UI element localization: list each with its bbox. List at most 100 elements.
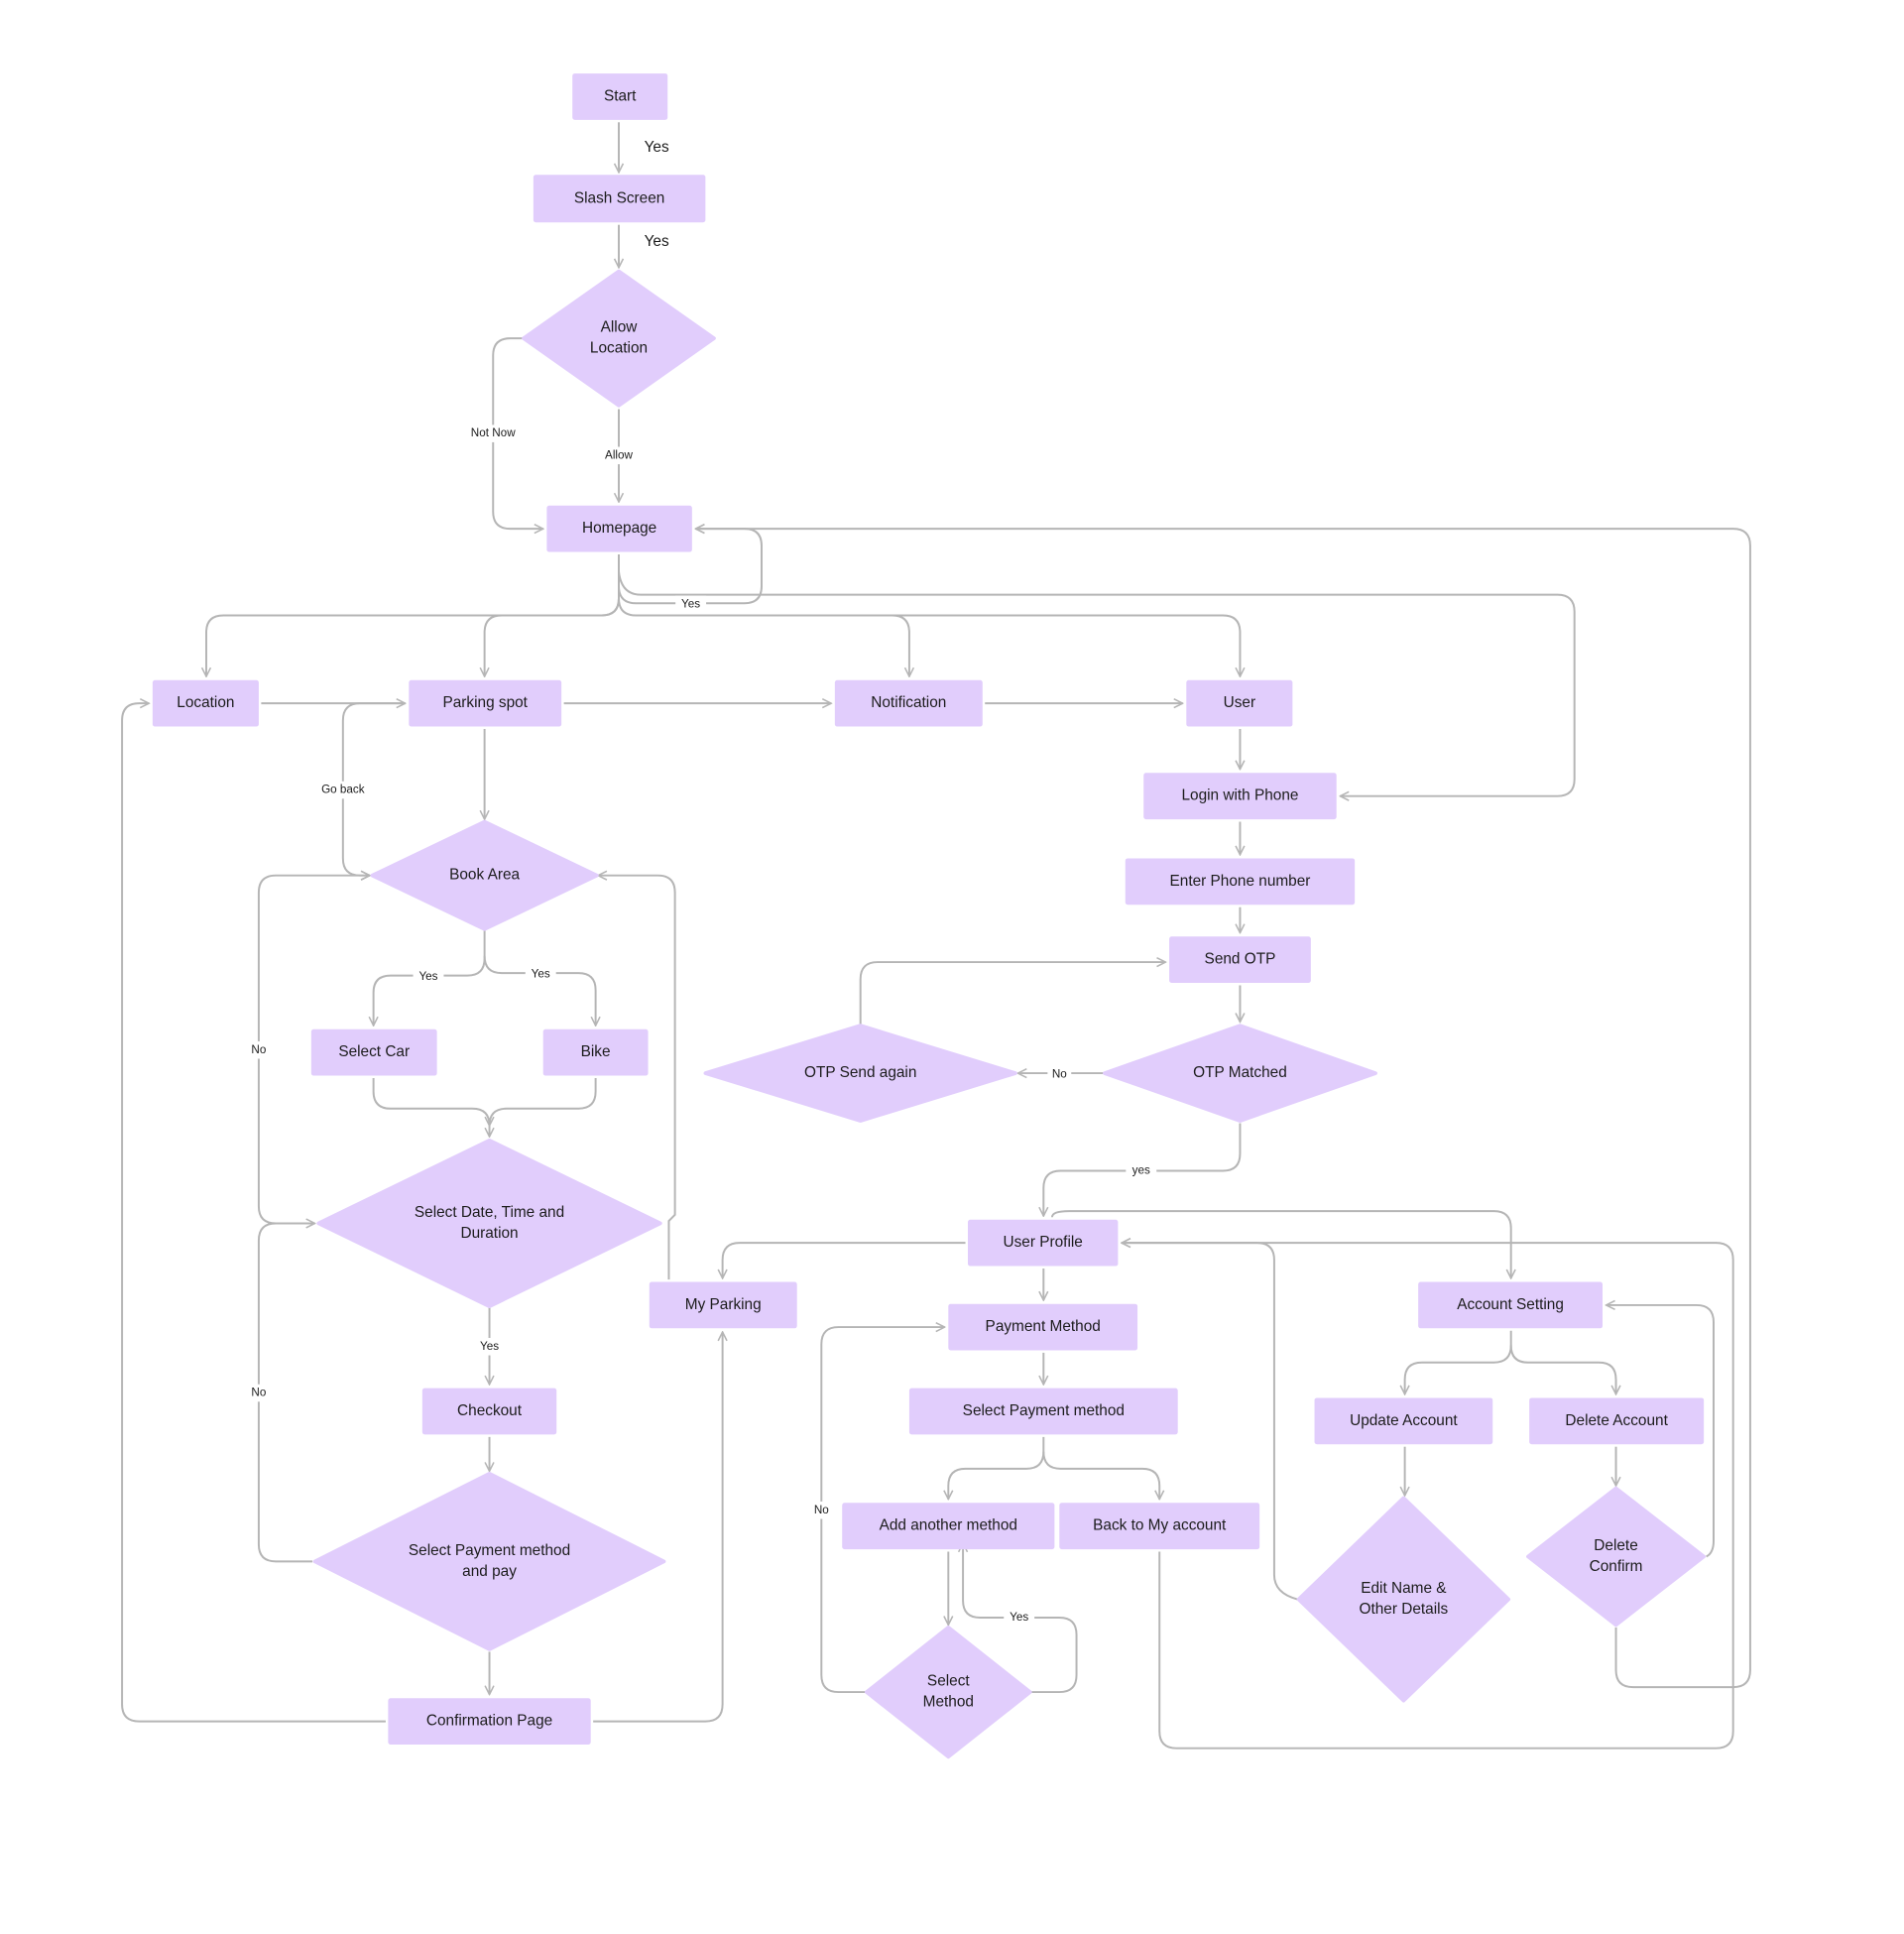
node-label: Send OTP	[1205, 951, 1276, 968]
node-label: Book Area	[449, 867, 520, 884]
node-label: Payment Method	[986, 1318, 1101, 1335]
node-label: Confirm	[1590, 1558, 1643, 1575]
node-edit-name[interactable]: Edit Name &Other Details	[1296, 1496, 1511, 1703]
edge-label: Yes	[645, 139, 669, 156]
node-delete-account[interactable]: Delete Account	[1529, 1397, 1705, 1445]
edge-label-background	[246, 1384, 271, 1402]
node-homepage[interactable]: Homepage	[546, 505, 692, 552]
edge-account-update	[1405, 1330, 1512, 1394]
edge-label: No	[251, 1387, 266, 1399]
decision-diamond	[312, 1471, 666, 1651]
node-label: Parking spot	[442, 694, 528, 711]
node-account-setting[interactable]: Account Setting	[1418, 1281, 1603, 1329]
node-label: Update Account	[1350, 1412, 1458, 1429]
edge-account-delete	[1509, 1345, 1616, 1394]
edge-label: No	[251, 1043, 266, 1056]
node-label: Back to My account	[1093, 1517, 1227, 1534]
node-book-area[interactable]: Book Area	[370, 819, 599, 931]
process-box	[1418, 1281, 1603, 1329]
node-label: Confirmation Page	[426, 1713, 552, 1730]
node-select-payment-method[interactable]: Select Payment method	[908, 1388, 1178, 1435]
decision-diamond	[1103, 1024, 1377, 1123]
edge-label: No	[1052, 1067, 1067, 1080]
node-login-phone[interactable]: Login with Phone	[1143, 773, 1337, 820]
node-enter-phone[interactable]: Enter Phone number	[1125, 858, 1356, 906]
decision-diamond	[370, 819, 599, 931]
process-box	[409, 679, 562, 727]
edge-select-back	[1042, 1451, 1159, 1500]
node-label: Add another method	[880, 1517, 1017, 1534]
node-otp-send-again[interactable]: OTP Send again	[703, 1024, 1017, 1123]
edge-label: Yes	[418, 970, 437, 983]
node-add-method[interactable]: Add another method	[842, 1503, 1055, 1550]
node-otp-matched[interactable]: OTP Matched	[1103, 1024, 1377, 1123]
edge-label-background	[1126, 1161, 1157, 1180]
node-parking-spot[interactable]: Parking spot	[409, 679, 562, 727]
process-box	[1529, 1397, 1705, 1445]
edge-selectmethod-add-yes	[963, 1543, 1078, 1694]
edge-label: Yes	[645, 233, 669, 250]
node-user-profile[interactable]: User Profile	[968, 1219, 1119, 1267]
node-label: Allow	[601, 319, 639, 336]
node-label: Bike	[581, 1043, 611, 1060]
edge-label: Yes	[480, 1340, 499, 1353]
node-send-otp[interactable]: Send OTP	[1169, 936, 1311, 983]
edge-label: Yes	[1010, 1611, 1028, 1624]
edge-label-background	[474, 1338, 505, 1356]
process-box	[1186, 679, 1293, 727]
node-checkout[interactable]: Checkout	[421, 1388, 557, 1435]
edge-label-background	[809, 1501, 834, 1519]
node-label: Location	[177, 694, 234, 711]
decision-diamond	[1296, 1496, 1511, 1703]
node-label: Select	[927, 1673, 970, 1690]
node-location[interactable]: Location	[152, 679, 259, 727]
edge-myparking-book	[598, 876, 676, 1280]
edge-label: Yes	[681, 598, 700, 611]
node-update-account[interactable]: Update Account	[1314, 1397, 1493, 1445]
edge-date-book-no	[257, 876, 370, 1225]
edge-home-login	[618, 571, 1576, 795]
node-label: Enter Phone number	[1170, 873, 1311, 890]
node-label: Delete	[1594, 1537, 1637, 1554]
node-bike[interactable]: Bike	[542, 1028, 649, 1076]
edge-back-profile	[1122, 1243, 1734, 1750]
node-label: Account Setting	[1457, 1296, 1564, 1313]
edge-label-background	[525, 965, 556, 984]
node-my-parking[interactable]: My Parking	[649, 1281, 797, 1329]
decision-diamond	[522, 269, 716, 408]
node-notification[interactable]: Notification	[834, 679, 983, 727]
edge-label-background	[675, 595, 707, 614]
node-label: Homepage	[582, 520, 656, 537]
edge-label-background	[246, 1040, 271, 1059]
node-label: Duration	[460, 1225, 518, 1242]
edge-profile-myparking	[723, 1242, 966, 1278]
process-box	[1314, 1397, 1493, 1445]
edge-select-add	[948, 1436, 1045, 1500]
node-user[interactable]: User	[1186, 679, 1293, 727]
node-start[interactable]: Start	[572, 73, 668, 120]
node-label: Start	[604, 88, 637, 105]
node-payment-method[interactable]: Payment Method	[948, 1303, 1138, 1351]
process-box	[908, 1388, 1178, 1435]
node-label: Method	[923, 1694, 974, 1711]
node-back-account[interactable]: Back to My account	[1059, 1503, 1260, 1550]
edge-label-background	[413, 968, 444, 986]
process-box	[834, 679, 983, 727]
edge-label: yes	[1132, 1164, 1150, 1177]
process-box	[1143, 773, 1337, 820]
process-box	[388, 1698, 591, 1745]
node-label: Login with Phone	[1181, 787, 1298, 804]
node-select-car[interactable]: Select Car	[310, 1028, 437, 1076]
node-confirmation[interactable]: Confirmation Page	[388, 1698, 591, 1745]
edge-label: Go back	[321, 784, 365, 796]
edge-label-background	[313, 781, 373, 799]
edge-deleteconfirm-home	[696, 529, 1751, 1689]
node-splash[interactable]: Slash Screen	[533, 175, 706, 223]
